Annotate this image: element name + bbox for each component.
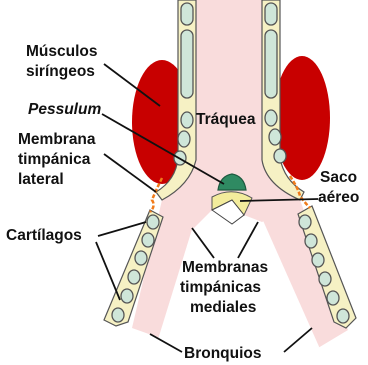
label-membranas-mediales-2: timpánicas: [180, 279, 261, 296]
leader-cartilagos-b: [96, 242, 120, 300]
label-saco-1: Saco: [320, 169, 357, 186]
label-musculos-2: siríngeos: [26, 63, 95, 80]
label-pessulum: Pessulum: [28, 101, 101, 118]
label-traquea: Tráquea: [196, 111, 256, 128]
leader-cartilagos-a: [98, 222, 146, 236]
label-cartilagos: Cartílagos: [6, 227, 82, 244]
leader-bronquios-left: [150, 334, 182, 352]
label-membrana-lateral-3: lateral: [18, 171, 64, 188]
label-membrana-lateral-2: timpánica: [18, 151, 91, 168]
leader-medial-b: [238, 222, 258, 258]
leader-medial-a: [192, 228, 214, 258]
label-membrana-lateral-1: Membrana: [18, 131, 96, 148]
label-musculos-1: Músculos: [26, 43, 97, 60]
label-saco-2: aéreo: [318, 189, 359, 206]
leader-bronquios-right: [284, 328, 312, 352]
label-bronquios: Bronquios: [184, 345, 262, 362]
label-membranas-mediales-3: mediales: [190, 299, 256, 316]
label-membranas-mediales-1: Membranas: [182, 259, 268, 276]
